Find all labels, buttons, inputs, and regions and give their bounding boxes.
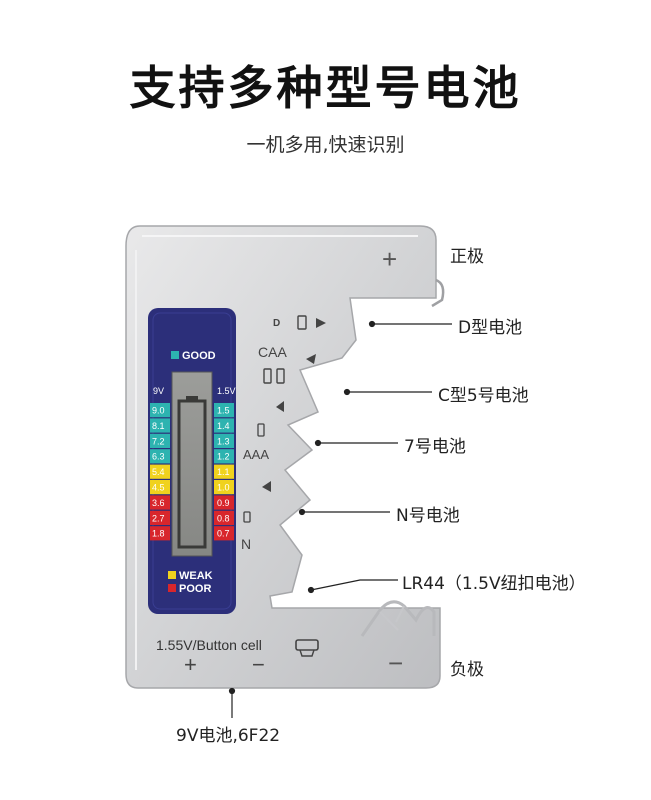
left-scale-cell xyxy=(150,433,170,448)
left-scale-cell xyxy=(150,480,170,495)
left-scale-value: 4.5 xyxy=(152,483,165,493)
left-scale-cell xyxy=(150,526,170,541)
callout-lr44: LR44（1.5V纽扣电池） xyxy=(402,574,586,594)
left-scale-value: 5.4 xyxy=(152,467,165,477)
left-scale-cell xyxy=(150,464,170,479)
left-scale-cell xyxy=(150,418,170,433)
right-scale-value: 0.8 xyxy=(217,513,230,523)
callout-c-battery: C型5号电池 xyxy=(438,386,529,406)
right-scale-value: 1.5 xyxy=(217,406,230,416)
aaa-battery-icon xyxy=(257,423,265,437)
left-scale-value: 8.1 xyxy=(152,421,165,431)
nine-volt-minus-sign: − xyxy=(252,652,265,677)
callout-aaa-battery: 7号电池 xyxy=(404,437,466,457)
slot-label-aaa: AAA xyxy=(243,447,269,462)
slot-label-caa: CAA xyxy=(258,344,287,360)
left-scale-value: 7.2 xyxy=(152,436,165,446)
right-scale-cell xyxy=(214,403,234,418)
right-scale-cell xyxy=(214,510,234,525)
right-scale-cell xyxy=(214,418,234,433)
page-title: 支持多种型号电池 xyxy=(129,61,522,115)
n-arrow-icon xyxy=(262,481,271,492)
right-scale-cell xyxy=(214,464,234,479)
callout-positive: 正极 xyxy=(450,247,484,267)
lcd-battery-outline xyxy=(177,399,207,549)
poor-indicator-swatch xyxy=(168,584,176,592)
right-scale-value: 0.7 xyxy=(217,529,230,539)
scale-header-1-5v: 1.5V xyxy=(217,386,236,396)
callout-negative: 负极 xyxy=(450,660,484,680)
left-voltage-scale: 9.0 8.1 7.2 6.3 5.4 4.5 3.6 2.7 1.8 xyxy=(150,403,170,541)
left-scale-value: 9.0 xyxy=(152,406,165,416)
page-subtitle: 一机多用,快速识别 xyxy=(246,134,405,156)
negative-minus-sign: − xyxy=(388,648,403,678)
right-scale-cell xyxy=(214,480,234,495)
callout-nine-volt: 9V电池,6F22 xyxy=(176,726,281,746)
button-cell-label: 1.55V/Button cell xyxy=(156,637,262,653)
right-scale-value: 1.3 xyxy=(217,436,230,446)
good-label: GOOD xyxy=(182,350,216,362)
right-scale-cell xyxy=(214,495,234,510)
left-scale-cell xyxy=(150,510,170,525)
left-scale-value: 2.7 xyxy=(152,513,165,523)
weak-label: WEAK xyxy=(179,570,213,582)
leader-lines xyxy=(228,320,452,718)
weak-indicator-swatch xyxy=(168,571,176,579)
slot-label-d: D xyxy=(273,318,280,329)
button-cell-spring xyxy=(360,600,436,637)
aa-battery-icon xyxy=(276,368,285,384)
right-scale-value: 1.2 xyxy=(217,452,230,462)
scale-header-9v: 9V xyxy=(153,386,164,396)
right-scale-value: 1.0 xyxy=(217,483,230,493)
spring-clip xyxy=(431,278,445,308)
caa-arrow-icon xyxy=(306,354,316,364)
nine-volt-plus-sign: + xyxy=(184,652,197,677)
left-scale-value: 6.3 xyxy=(152,452,165,462)
d-arrow-icon xyxy=(316,318,326,328)
callout-d-battery: D型电池 xyxy=(458,318,523,338)
n-battery-icon xyxy=(243,511,251,523)
left-scale-cell xyxy=(150,449,170,464)
good-indicator-swatch xyxy=(171,351,179,359)
right-voltage-scale: 1.5 1.4 1.3 1.2 1.1 1.0 0.9 0.8 0.7 xyxy=(214,403,234,541)
left-scale-value: 1.8 xyxy=(152,529,165,539)
left-scale-cell xyxy=(150,495,170,510)
positive-plus-sign: + xyxy=(382,244,397,274)
slot-label-n: N xyxy=(241,536,251,552)
d-battery-icon xyxy=(297,315,307,330)
right-scale-value: 1.4 xyxy=(217,421,230,431)
left-scale-value: 3.6 xyxy=(152,498,165,508)
right-scale-cell xyxy=(214,433,234,448)
right-scale-value: 1.1 xyxy=(217,467,230,477)
callout-n-battery: N号电池 xyxy=(396,506,460,526)
aaa-arrow-icon xyxy=(276,401,284,412)
right-scale-value: 0.9 xyxy=(217,498,230,508)
right-scale-cell xyxy=(214,526,234,541)
poor-label: POOR xyxy=(179,583,211,595)
c-battery-icon xyxy=(263,368,272,384)
left-scale-cell xyxy=(150,403,170,418)
right-scale-cell xyxy=(214,449,234,464)
lcd-battery-cap xyxy=(186,396,198,402)
button-cell-icon xyxy=(295,639,319,651)
